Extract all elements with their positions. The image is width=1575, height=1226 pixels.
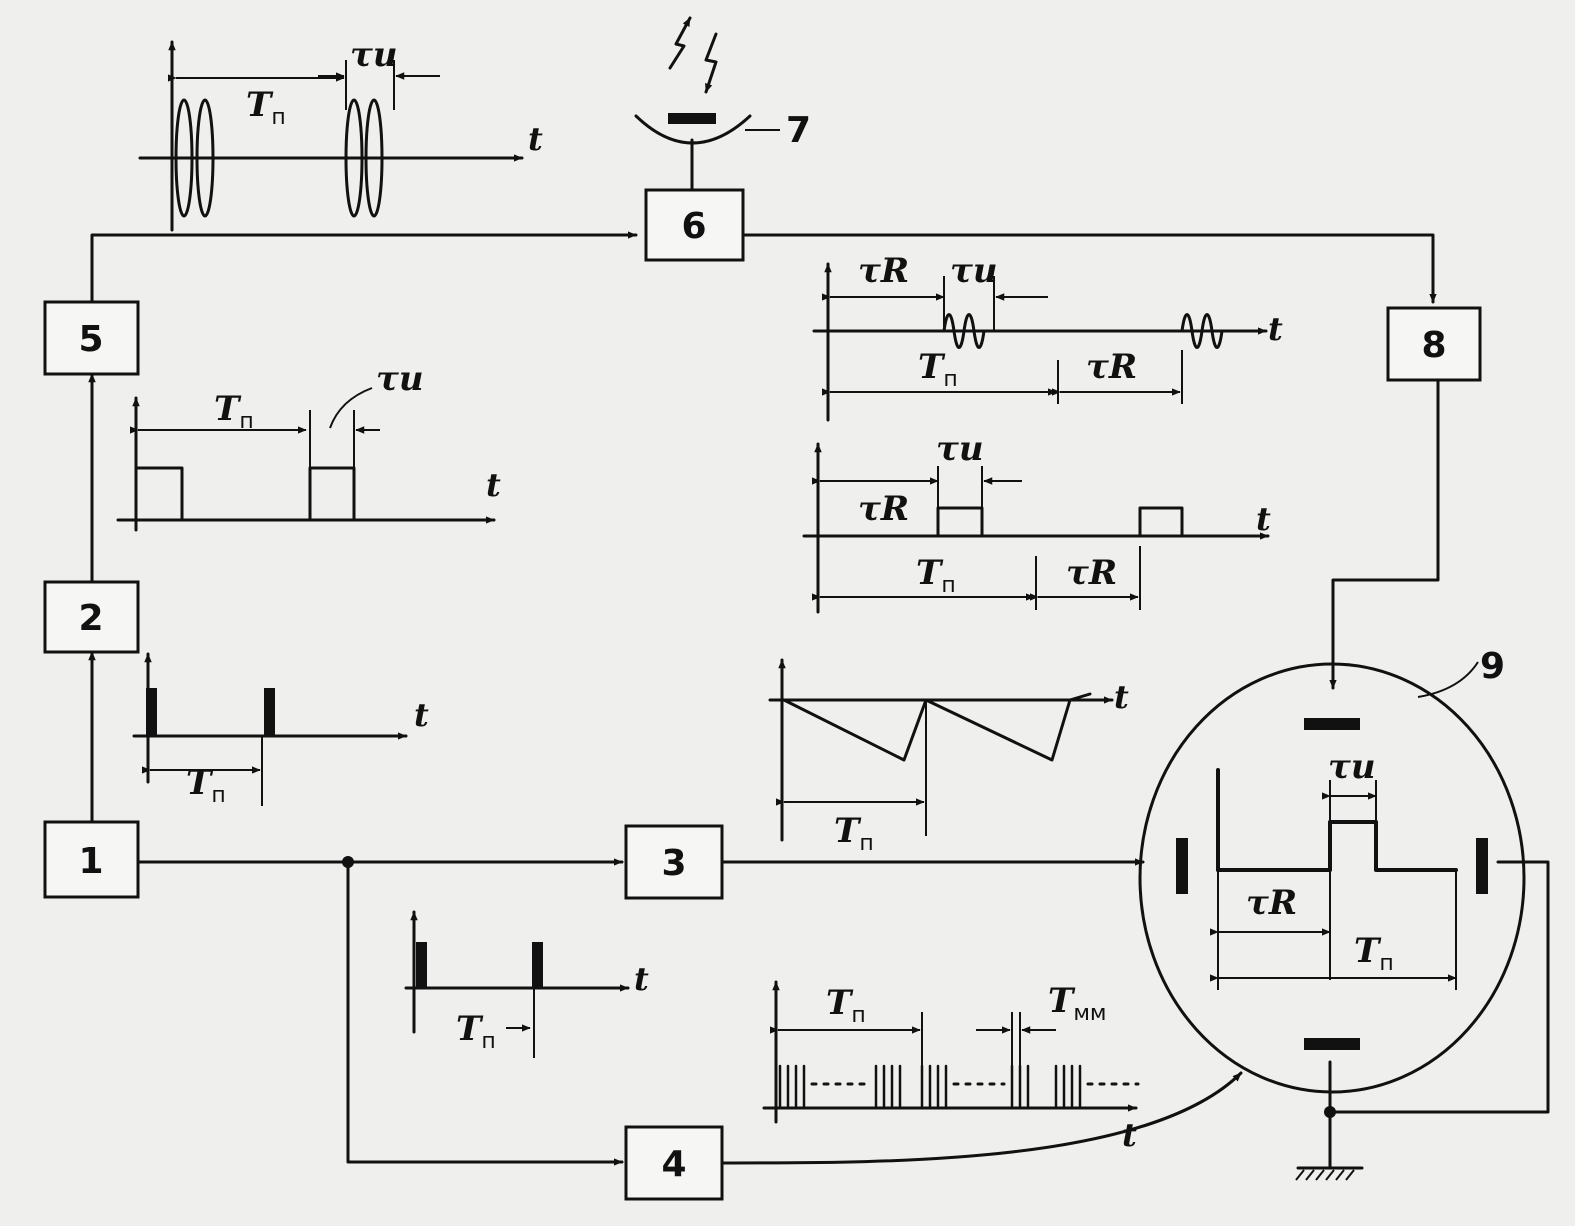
svg-text:Tп: Tп [214, 389, 254, 434]
svg-text:t: t [1268, 310, 1283, 348]
antenna-dish [634, 114, 752, 145]
svg-text:t: t [414, 696, 429, 734]
wire-deflect-return [1328, 860, 1550, 1114]
wire-5-to-6 [90, 231, 638, 304]
crt-screen [1138, 662, 1526, 1094]
crt-T-p: Tп [1354, 931, 1394, 976]
crt-plate-left [1176, 838, 1188, 894]
connections [88, 231, 1550, 1170]
block-4-label: 4 [661, 1144, 686, 1185]
waveform-sawtooth: Tп t [768, 658, 1129, 856]
svg-text:t: t [1256, 500, 1271, 538]
ground-icon [1295, 1166, 1364, 1181]
block-1-label: 1 [78, 841, 103, 882]
svg-text:Tп: Tп [916, 553, 956, 598]
svg-text:t: t [1114, 678, 1129, 716]
svg-text:Tп: Tп [186, 763, 226, 808]
ground-junction-dot [1324, 1106, 1336, 1118]
antenna: 7 [634, 16, 811, 192]
block-3: 3 [624, 824, 724, 900]
wire-1-to-4 [346, 860, 624, 1166]
svg-text:Tп: Tп [456, 1009, 496, 1054]
crt-trace [1216, 820, 1458, 872]
block-6-label: 6 [681, 206, 706, 247]
block-8-label: 8 [1421, 325, 1446, 366]
svg-text:Tмм: Tмм [1048, 981, 1107, 1026]
radiation-out-icon [668, 16, 692, 70]
waveform-sync-pulses: Tп t [132, 652, 429, 808]
svg-text:τи: τи [950, 251, 998, 291]
crt-plate-bottom [1304, 1038, 1360, 1050]
crt-tau-i: τи [1328, 747, 1376, 787]
antenna-feed [668, 113, 716, 124]
svg-text:t: t [634, 960, 649, 998]
svg-text:t: t [528, 120, 543, 158]
waveform-range-markers: Tп Tмм t [762, 980, 1140, 1154]
svg-text:Tп: Tп [246, 85, 286, 130]
svg-text:t: t [486, 466, 501, 504]
svg-text:Tп: Tп [826, 983, 866, 1028]
waveform-video-pulses: τи τR Tп τR t [802, 429, 1271, 614]
crt-plate-right [1476, 838, 1488, 894]
block-6: 6 [644, 188, 745, 262]
wire-8-to-crt [1329, 378, 1440, 690]
svg-text:τR: τR [858, 489, 909, 529]
waveform-rf-bursts: Tп τи t [138, 35, 543, 232]
svg-text:t: t [1122, 1116, 1137, 1154]
waveform-trigger-pulses: Tп t [404, 910, 649, 1058]
crt-plate-top [1304, 718, 1360, 730]
crt-indicator: τи τR Tп 9 [1138, 646, 1526, 1094]
block-5: 5 [43, 300, 140, 376]
block-4: 4 [624, 1125, 724, 1201]
block-2: 2 [43, 580, 140, 654]
svg-text:τR: τR [1086, 347, 1137, 387]
crt-leader [1417, 661, 1479, 698]
block-7-label: 7 [786, 110, 811, 151]
wire-6-to-8 [741, 233, 1437, 304]
block-9-label: 9 [1480, 646, 1505, 687]
block-8: 8 [1386, 306, 1482, 382]
block-3-label: 3 [661, 843, 686, 884]
crt-tau-r: τR [1246, 883, 1297, 923]
svg-text:Tп: Tп [918, 347, 958, 392]
svg-text:τи: τи [936, 429, 984, 469]
wire-4-to-crt [720, 1071, 1243, 1165]
svg-text:τи: τи [376, 359, 424, 399]
block-5-label: 5 [78, 319, 103, 360]
echo-in-icon [704, 32, 718, 94]
waveform-modulator-pulses: Tп τи t [116, 359, 501, 532]
svg-text:Tп: Tп [834, 811, 874, 856]
waveform-echo-rf: τR τи Tп τR t [812, 251, 1283, 422]
block-1: 1 [43, 820, 140, 899]
svg-text:τи: τи [350, 35, 398, 75]
svg-text:τR: τR [1066, 553, 1117, 593]
block-2-label: 2 [78, 598, 103, 639]
svg-text:τR: τR [858, 251, 909, 291]
